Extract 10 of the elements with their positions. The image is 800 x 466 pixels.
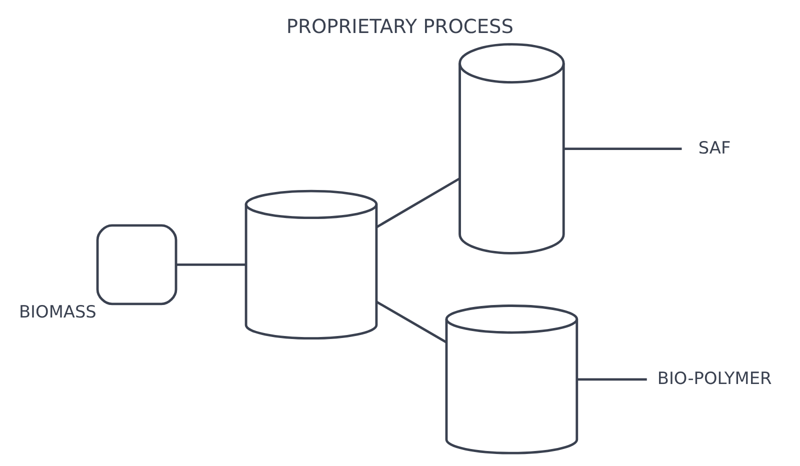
connector: [176, 263, 246, 266]
diagram-title: PROPRIETARY PROCESS: [286, 15, 514, 38]
node-box: [96, 224, 178, 306]
connector: [577, 378, 647, 381]
node-text: SAF: [698, 137, 731, 158]
connector: [376, 300, 447, 344]
node-text: BIO-POLYMER: [657, 368, 772, 388]
node-label: BIOMASS: [18, 301, 96, 322]
connector: [376, 177, 460, 228]
connector: [564, 148, 682, 150]
